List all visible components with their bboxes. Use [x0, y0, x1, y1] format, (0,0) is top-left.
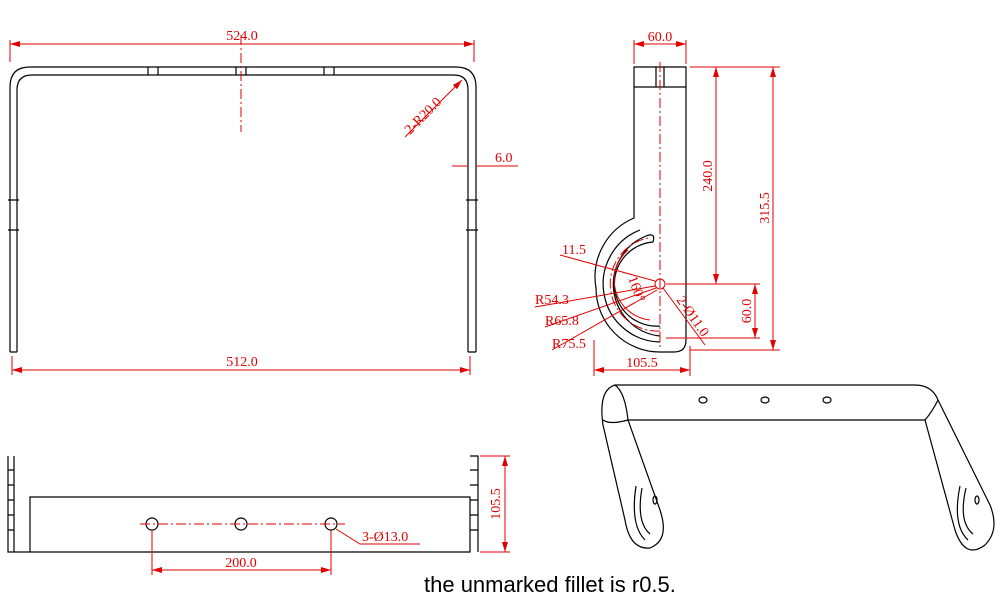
dim-thickness: 6.0	[495, 151, 513, 166]
dim-overall-width: 524.0	[226, 29, 258, 44]
isometric-view	[601, 384, 995, 551]
side-view: 60.0 240.0 315.5 60.0 105.5 11.5 160° R5…	[534, 30, 780, 376]
dim-inner-width: 512.0	[226, 355, 258, 370]
dim-hole-to-bottom: 60.0	[740, 299, 755, 324]
dim-r-mid: R65.8	[545, 314, 579, 329]
dim-depth: 105.5	[489, 488, 504, 520]
dim-height-to-hole: 240.0	[701, 160, 716, 192]
dim-top-width: 60.0	[648, 30, 673, 45]
bottom-view: 200.0 105.5 3-Ø13.0	[7, 455, 510, 575]
note-text: the unmarked fillet is r0.5.	[424, 572, 676, 597]
dim-slot-width: 11.5	[562, 243, 586, 258]
dim-total-height: 315.5	[758, 192, 773, 224]
dim-hole-spacing: 200.0	[225, 556, 257, 571]
dim-holes: 2-Ø11.0	[673, 294, 712, 340]
dim-fillet-radius: 2-R20.0	[402, 95, 445, 138]
dim-bottom-holes: 3-Ø13.0	[362, 530, 408, 545]
dim-r-outer: R75.5	[552, 337, 586, 352]
dim-angle: 160°	[624, 274, 647, 304]
dim-r-inner: R54.3	[535, 293, 569, 308]
front-view: 524.0 512.0 2-R20.0 6.0	[8, 29, 518, 375]
dim-hook-width: 105.5	[626, 356, 658, 371]
